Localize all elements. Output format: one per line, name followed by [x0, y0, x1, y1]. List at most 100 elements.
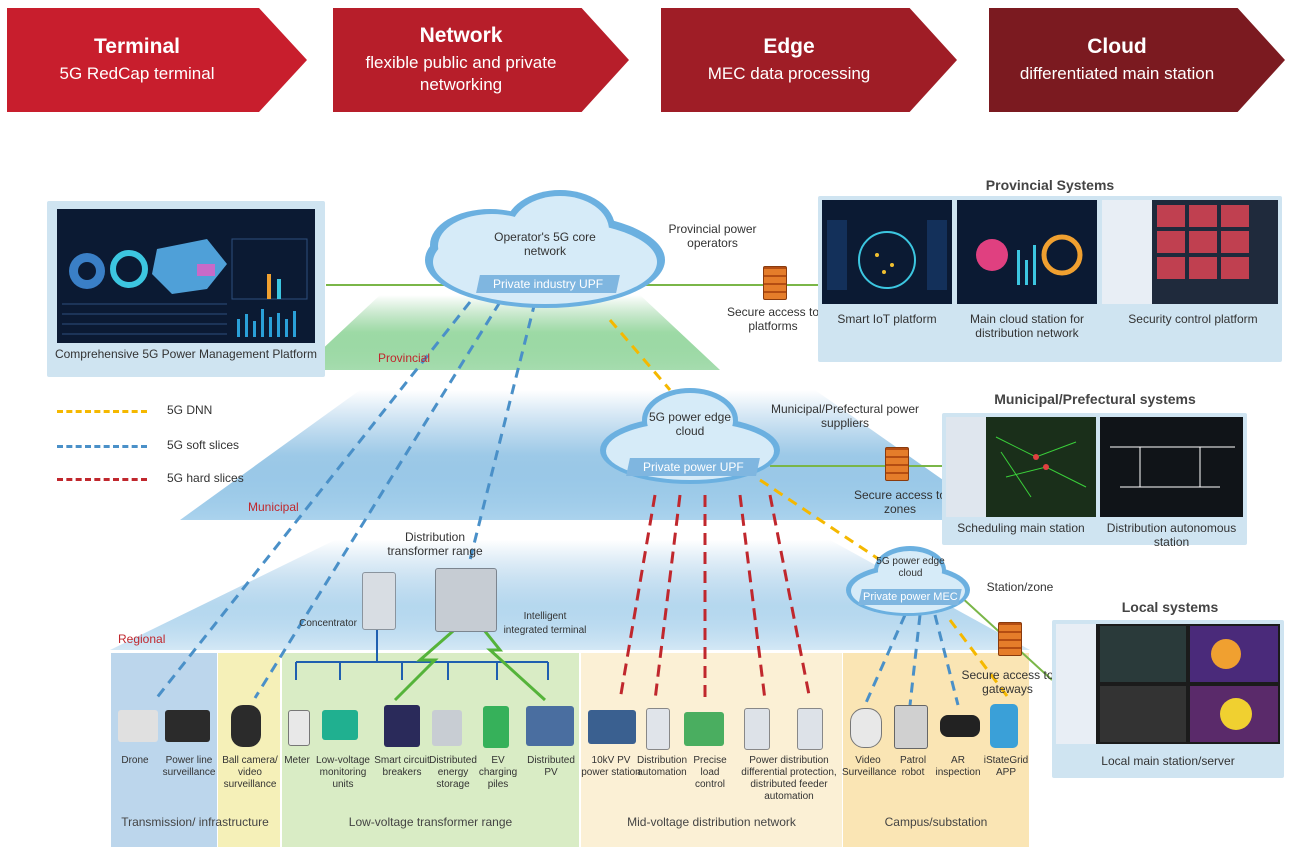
level-regional: Regional — [118, 632, 166, 646]
device-label: iStateGrid APP — [983, 755, 1029, 778]
cat-bg-transmission — [111, 653, 217, 847]
provincial-item: Security control platform — [1128, 312, 1258, 326]
municipal-title: Municipal/Prefectural systems — [994, 391, 1196, 407]
stage-title: Network — [419, 24, 503, 47]
local-screen — [1056, 624, 1280, 744]
legend-swatch — [57, 478, 147, 481]
pv-station-icon — [588, 710, 636, 744]
legend-dnn: 5G DNN — [57, 400, 257, 435]
istategrid-app-icon — [990, 704, 1018, 748]
municipal-panel: Scheduling main station Distribution aut… — [942, 413, 1247, 549]
legend-label: 5G DNN — [167, 403, 213, 417]
distribution-cloud-screen — [957, 200, 1097, 304]
legend-label: 5G hard slices — [167, 471, 244, 485]
legend-swatch — [57, 445, 147, 448]
firewall-icon — [998, 622, 1022, 656]
category-title: Transmission/ infrastructure — [121, 815, 269, 829]
mec-cloud-label: 5G power edge cloud — [876, 556, 945, 579]
stage-title: Edge — [763, 35, 815, 58]
core-upf: Private industry UPF — [476, 275, 620, 293]
device-label: Power line surveillance — [162, 755, 216, 778]
power-line-camera-icon — [165, 710, 210, 742]
level-municipal: Municipal — [248, 500, 299, 514]
provincial-item: Smart IoT platform — [837, 312, 937, 326]
autonomous-screen — [1100, 417, 1243, 517]
stage-edge: Edge MEC data processing — [661, 8, 957, 112]
device-label: Smart circuit breakers — [374, 755, 430, 778]
circuit-breaker-icon — [384, 705, 420, 747]
device-label: Distributed PV — [527, 755, 575, 778]
stage-subtitle: flexible public and private networking — [365, 53, 557, 94]
ball-camera-icon — [231, 705, 261, 747]
platform-label: Comprehensive 5G Power Management Platfo… — [54, 347, 318, 361]
device-label: Precise load control — [693, 755, 727, 790]
device-label: Power distribution differential protecti… — [741, 755, 837, 802]
integrated-terminal-icon — [435, 568, 497, 632]
cat-bg-midvoltage — [581, 653, 842, 847]
device-label: 10kV PV power station — [581, 755, 641, 778]
municipal-suppliers-label: Municipal/Prefectural power suppliers — [770, 402, 920, 430]
stage-title: Terminal — [94, 35, 180, 58]
concentrator-label: Concentrator — [299, 618, 357, 629]
edge-upf: Private power UPF — [626, 458, 760, 476]
meter-icon — [288, 710, 310, 746]
iot-screen — [822, 200, 952, 304]
local-server-label: Local main station/server — [1101, 754, 1235, 768]
secure-gateways-label: Secure access to gateways — [961, 668, 1054, 696]
provincial-operators-label: Provincial power operators — [668, 222, 757, 250]
scheduling-screen — [946, 417, 1096, 517]
device-label: EV charging piles — [478, 755, 518, 790]
stage-subtitle: differentiated main station — [1019, 64, 1215, 83]
secure-zones-label: Secure access to zones — [853, 488, 947, 516]
legend: 5G DNN 5G soft slices 5G hard slices — [57, 400, 257, 501]
local-title: Local systems — [1121, 599, 1219, 615]
stage-title: Cloud — [1087, 35, 1147, 58]
provincial-item: Main cloud station for distribution netw… — [969, 312, 1085, 340]
secure-platforms-label: Secure access to platforms — [726, 305, 820, 333]
category-title: Campus/substation — [884, 815, 988, 829]
stage-subtitle: MEC data processing — [707, 64, 871, 83]
platform-panel: Comprehensive 5G Power Management Platfo… — [47, 201, 325, 377]
feeder-automation-icon — [797, 708, 823, 750]
monitoring-unit-icon — [322, 710, 358, 740]
stage-cloud: Cloud differentiated main station — [989, 8, 1285, 112]
drone-icon — [118, 710, 158, 742]
municipal-item: Scheduling main station — [957, 521, 1085, 535]
security-screen — [1102, 200, 1278, 304]
device-label: Distribution automation — [636, 755, 688, 778]
stage-subtitle: 5G RedCap terminal — [59, 64, 215, 83]
distribution-automation-icon — [646, 708, 670, 750]
distribution-range-label: Distribution transformer range — [387, 530, 483, 558]
ar-glasses-icon — [940, 715, 980, 737]
energy-storage-icon — [432, 710, 462, 746]
device-label: Video Surveillance — [842, 755, 897, 778]
ev-charger-icon — [483, 706, 509, 748]
device-label: AR inspection — [935, 755, 981, 778]
device-label: Distributed energy storage — [429, 755, 477, 790]
device-label: Patrol robot — [899, 755, 927, 778]
level-provincial: Provincial — [378, 351, 431, 365]
edge-cloud-label: 5G power edge cloud — [648, 410, 732, 438]
core-cloud-label: Operator's 5G core network — [494, 230, 596, 258]
pv-panel-icon — [526, 706, 574, 746]
provincial-panel: Smart IoT platform Main cloud station fo… — [818, 196, 1282, 362]
category-title: Low-voltage transformer range — [348, 815, 513, 829]
mec-upf-label: Private power MEC — [862, 591, 958, 603]
stage-network: Network flexible public and private netw… — [333, 8, 629, 112]
device-label: Low-voltage monitoring units — [316, 755, 370, 790]
legend-swatch — [57, 410, 147, 413]
terminal-label: Intelligent integrated terminal — [503, 611, 587, 636]
cat-bg-ball — [218, 653, 280, 847]
local-panel: Local main station/server — [1052, 620, 1284, 778]
device-label: Ball camera/ video surveillance — [222, 755, 278, 790]
edge-upf-label: Private power UPF — [642, 460, 744, 474]
device-label: Meter — [284, 755, 310, 766]
mec-upf: Private power MEC — [858, 589, 962, 605]
dashboard-screenshot — [57, 209, 315, 343]
legend-soft: 5G soft slices — [57, 435, 257, 468]
municipal-item: Distribution autonomous station — [1106, 521, 1237, 549]
legend-label: 5G soft slices — [167, 438, 240, 452]
legend-hard: 5G hard slices — [57, 468, 257, 501]
category-title: Mid-voltage distribution network — [627, 815, 796, 829]
